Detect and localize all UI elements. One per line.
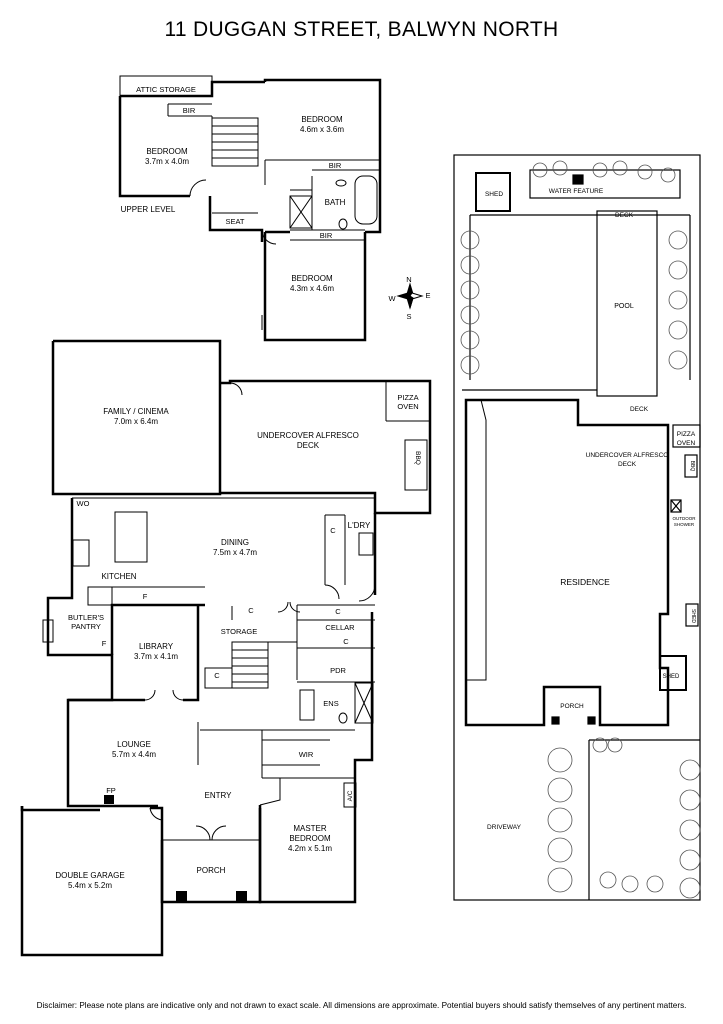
bath-label: BATH <box>325 198 346 207</box>
bir-label: BIR <box>183 106 196 115</box>
bedroom-2-label: BEDROOM <box>301 115 343 124</box>
plan-title: 11 DUGGAN STREET, BALWYN NORTH <box>164 18 559 41</box>
lounge-dim: 5.7m x 4.4m <box>112 750 156 759</box>
cupboard-label-3: C <box>335 607 341 616</box>
bedroom-3-label: BEDROOM <box>291 274 333 283</box>
pantry-label: PANTRY <box>71 622 101 631</box>
upper-level-label: UPPER LEVEL <box>121 205 176 214</box>
library-dim: 3.7m x 4.1m <box>134 652 178 661</box>
alfresco-label: UNDERCOVER ALFRESCO <box>257 431 359 440</box>
outdoor-label: OUTDOOR <box>673 516 697 521</box>
wir-label: WIR <box>299 750 314 759</box>
alfresco-deck-label: DECK <box>297 441 320 450</box>
bir-3-label: BIR <box>320 231 333 240</box>
master-dim: 4.2m x 5.1m <box>288 844 332 853</box>
attic-storage-label: ATTIC STORAGE <box>136 85 196 94</box>
site-alfresco-deck-label: DECK <box>618 461 637 468</box>
pizza-label: PIZZA <box>397 393 418 402</box>
garage-label: DOUBLE GARAGE <box>55 871 124 880</box>
ac-label: A/C <box>347 790 354 801</box>
porch-pillars <box>104 795 247 902</box>
fireplace-label: FP <box>106 786 116 795</box>
garage-dim: 5.4m x 5.2m <box>68 881 112 890</box>
ens-label: ENS <box>323 699 338 708</box>
fridge-label-1: F <box>143 592 148 601</box>
butlers-label: BUTLER'S <box>68 613 104 622</box>
lounge-label: LOUNGE <box>117 740 151 749</box>
compass-n: N <box>406 275 411 284</box>
bedroom-2-dim: 4.6m x 3.6m <box>300 125 344 134</box>
site-deck2-label: DECK <box>630 406 649 413</box>
master-label: MASTER <box>293 824 327 833</box>
entry-label: ENTRY <box>205 791 233 800</box>
compass-e: E <box>425 291 430 300</box>
bedroom-1-label: BEDROOM <box>146 147 188 156</box>
compass-rose-icon <box>396 282 424 310</box>
shed-label: SHED <box>485 191 503 198</box>
driveway-label: DRIVEWAY <box>487 824 522 831</box>
cellar-label: CELLAR <box>325 623 355 632</box>
fridge-label-2: F <box>102 639 107 648</box>
bedroom-3-dim: 4.3m x 4.6m <box>290 284 334 293</box>
site-alfresco-label: UNDERCOVER ALFRESCO <box>586 452 669 459</box>
compass-s: S <box>406 312 411 321</box>
bbq-label: BBQ <box>414 451 421 465</box>
compass-w: W <box>388 294 396 303</box>
site-oven-label: OVEN <box>677 440 696 447</box>
dining-label: DINING <box>221 538 249 547</box>
bedroom-1-dim: 3.7m x 4.0m <box>145 157 189 166</box>
storage-label: STORAGE <box>221 627 258 636</box>
site-bbq-label: BBQ <box>689 461 695 472</box>
residence-label: RESIDENCE <box>560 577 610 587</box>
cupboard-label-1: C <box>330 526 336 535</box>
bir-2-label: BIR <box>329 161 342 170</box>
water-feature-label: WATER FEATURE <box>549 188 604 195</box>
family-label: FAMILY / CINEMA <box>103 407 169 416</box>
site-plan <box>453 154 701 901</box>
cupboard-label-4: C <box>343 637 349 646</box>
pizza-oven-label: OVEN <box>397 402 418 411</box>
wo-label: WO <box>77 499 90 508</box>
porch-label: PORCH <box>197 866 226 875</box>
site-porch-label: PORCH <box>560 703 584 710</box>
cupboard-label-2: C <box>248 606 254 615</box>
site-trees <box>460 160 701 899</box>
site-shed2-label: SHED <box>663 674 680 680</box>
cupboard-label-5: C <box>214 671 220 680</box>
site-deck-label: DECK <box>615 212 634 219</box>
shower-label: SHOWER <box>674 522 695 527</box>
site-pizza-label: PIZZA <box>677 431 696 438</box>
kitchen-label: KITCHEN <box>101 572 136 581</box>
family-dim: 7.0m x 6.4m <box>114 417 158 426</box>
pool-label: POOL <box>614 303 634 310</box>
laundry-label: L'DRY <box>348 521 371 530</box>
site-shed3-label: SHED <box>690 609 696 623</box>
dining-dim: 7.5m x 4.7m <box>213 548 257 557</box>
library-label: LIBRARY <box>139 642 174 651</box>
seat-label: SEAT <box>225 217 244 226</box>
disclaimer: Disclaimer: Please note plans are indica… <box>36 1001 687 1010</box>
master-bedroom-label: BEDROOM <box>289 834 331 843</box>
pdr-label: PDR <box>330 666 346 675</box>
